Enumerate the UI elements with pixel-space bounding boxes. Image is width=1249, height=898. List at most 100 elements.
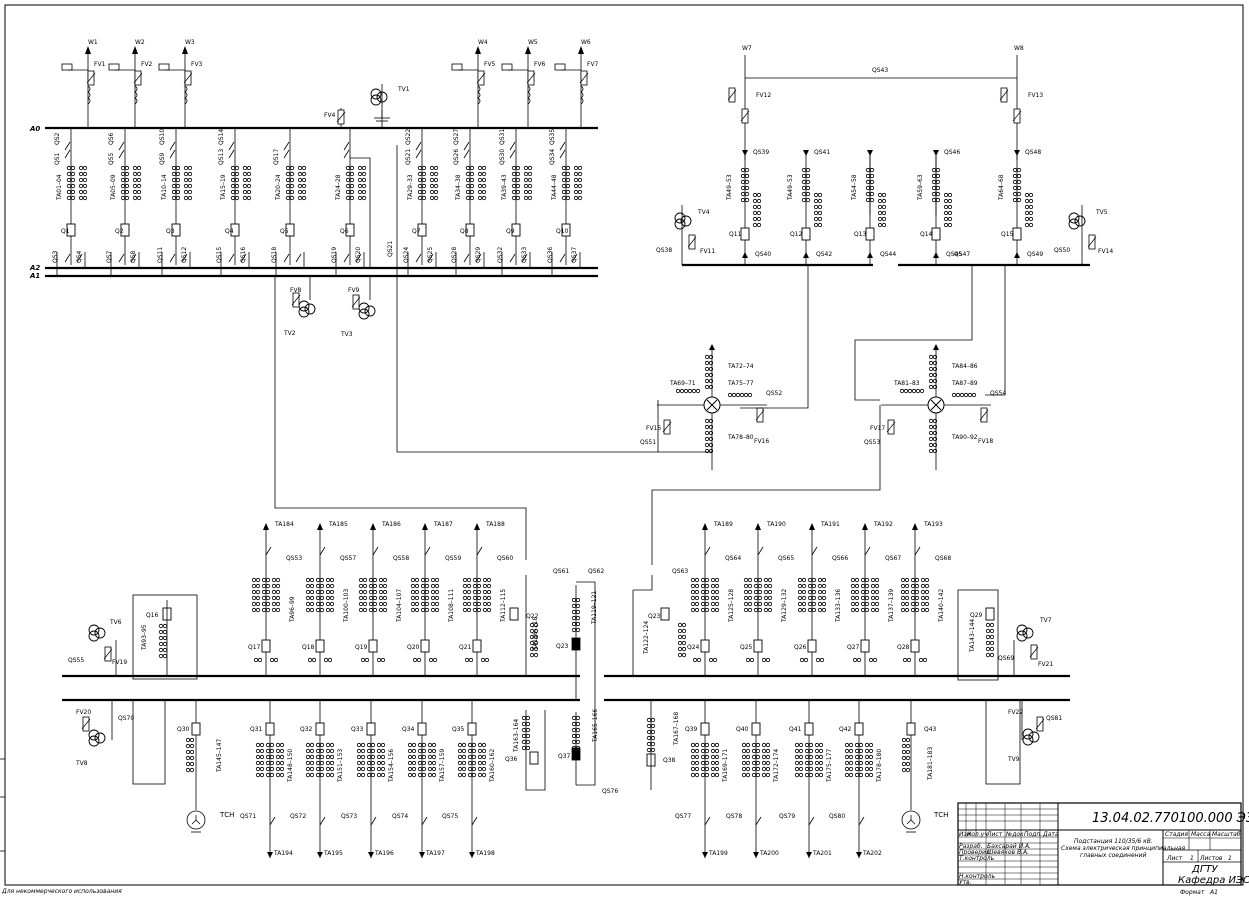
lv-bottom-qs-label: QS71: [240, 813, 256, 820]
power-transformers: TA69–71TA72–74TA75–77TA78–80QS51QS52FV15…: [640, 344, 1006, 453]
mv-incoming: [727, 55, 1022, 160]
lv-top-qs-label: QS53: [286, 555, 302, 562]
lv-bottom-ta-label: TA198: [475, 850, 495, 857]
fv14-label: FV14: [1098, 248, 1113, 255]
svg-text:№док: №док: [1005, 831, 1024, 838]
hv-bay-qs-top: QS34: [549, 149, 556, 165]
hv-arrester-label-3: FV3: [191, 61, 203, 68]
hv-bay-qs-top: QS9: [159, 152, 166, 165]
stamp-org-2: Кафедра ИЭС: [1178, 875, 1249, 886]
stamp-stage: Стадия: [1165, 831, 1188, 838]
lv-top-ta-range: TA112–115: [500, 589, 507, 623]
q30-label: Q30: [177, 726, 190, 733]
lv-top-feeder-1: [252, 523, 279, 676]
svg-text:Кол.уч: Кол.уч: [967, 831, 988, 838]
lv-top-ta-range: TA100–103: [343, 589, 350, 623]
lv-bottom-ta-range: TA154–156: [388, 749, 395, 783]
hv-bay-qs-top: QS22: [405, 129, 412, 145]
tr-ta-b: TA84–86: [951, 363, 978, 370]
hv-bay-q-label: Q5: [280, 228, 289, 235]
mv-bay-q-label: Q14: [920, 231, 933, 238]
power-transformer-1: [657, 344, 767, 453]
tv1-group: [336, 84, 390, 128]
stamp-sheet-n: 1: [1190, 855, 1194, 862]
lv-bottom-ta-label: TA200: [759, 850, 779, 857]
hv-bay-q10: [551, 128, 582, 276]
lv-top-ta-range: TA108–111: [448, 589, 455, 623]
lv-top-qs-label: QS59: [445, 555, 461, 562]
hv-bay-q-label: Q3: [166, 228, 175, 235]
lv-top-qs-label: QS60: [497, 555, 513, 562]
hv-line-3: [158, 46, 193, 128]
mv-bay-qs-bot: QS49: [1027, 251, 1043, 258]
q37-label: Q37: [558, 753, 571, 760]
tv4-tv5-group: [674, 205, 1097, 265]
stamp-format: A1: [1209, 889, 1218, 896]
lv-bottom-feeder-5: [458, 700, 485, 858]
svg-text:Шевяков В.А.: Шевяков В.А.: [987, 849, 1029, 856]
mv-bay-ta-label: TA59–63: [917, 174, 924, 201]
hv-bay-q-label: Q9: [506, 228, 515, 235]
tr-ta-c: TA75–77: [727, 380, 754, 387]
q23-label: Q23: [556, 643, 569, 650]
fv12-label: FV12: [756, 92, 771, 99]
fv9-label: FV9: [348, 287, 360, 294]
svg-text:Н.контроль: Н.контроль: [959, 873, 995, 880]
hv-line-6: [554, 46, 589, 128]
tr-ta-d: TA90–92: [951, 434, 978, 441]
tr-fv-n: FV17: [870, 425, 885, 432]
lv-bottom-ta-label: TA202: [862, 850, 882, 857]
fv22-label: FV22: [1008, 709, 1023, 716]
lv-bottom-right: [901, 699, 1045, 833]
lv-bottom-ta-range: TA175–177: [826, 749, 833, 783]
lv-bottom-ta-label: TA194: [273, 850, 293, 857]
hv-bay-ta-label: TA05–09: [110, 174, 117, 201]
hv-bay-qs-bot: QS37: [571, 247, 578, 263]
svg-text:Изм: Изм: [959, 831, 972, 838]
bus-label-a1: A1: [29, 272, 40, 280]
hv-bay-qs-top: QS26: [453, 149, 460, 165]
lv-top-ta-range: TA140–142: [938, 589, 945, 623]
stamp-sheet: Лист: [1166, 855, 1183, 862]
hv-bay-qs-bot: QS15: [216, 247, 223, 263]
lv-bottom-qs-label: QS73: [341, 813, 357, 820]
lv-bottom-feeder-9: [845, 700, 872, 858]
hv-line-label-1: W1: [88, 39, 98, 46]
qs38-label: QS38: [656, 247, 672, 254]
hv-bay-qs-top: QS14: [218, 129, 225, 145]
lv-top-qs-label: QS67: [885, 555, 901, 562]
lv-bottom-q-label: Q42: [839, 726, 852, 733]
hv-bay-q-label: Q6: [340, 228, 349, 235]
tv2-label: TV2: [283, 330, 296, 337]
stamp-format-label: Формат: [1180, 889, 1205, 896]
footer-note: Для некоммерческого использования: [1, 888, 122, 895]
tr-ta-d: TA78–80: [727, 434, 754, 441]
tv4-label: TV4: [697, 209, 710, 216]
lv-bottom-ta-range: TA169–171: [722, 749, 729, 783]
lv-bottom-q-label: Q41: [789, 726, 802, 733]
qs62-label: QS62: [588, 568, 604, 575]
hv-arrester-label-5: FV6: [534, 61, 546, 68]
mv-bay-qs-top: QS39: [753, 149, 769, 156]
hv-bay-qs-bot: QS33: [521, 247, 528, 263]
stamp-sheets: Листов: [1199, 855, 1223, 862]
fv13-label: FV13: [1028, 92, 1043, 99]
ta93-label: TA93–95: [141, 624, 148, 651]
hv-line-label-3: W3: [185, 39, 195, 46]
hv-bay-q1: [56, 128, 87, 276]
lv-bottom-ta-range: TA151–153: [337, 749, 344, 783]
lv-left-measuring: [88, 594, 198, 680]
hv-bay-qs-top: QS27: [453, 129, 460, 145]
hv-bay-qs-bot: QS16: [240, 247, 247, 263]
lv-top-feeder-4: [411, 523, 438, 676]
hv-bay-qs-bot: QS36: [547, 247, 554, 263]
hv-bay-ta-label: TA15–19: [220, 174, 227, 201]
lv-top-ta-label: TA192: [873, 521, 893, 528]
lv-top-qs-label: QS66: [832, 555, 848, 562]
lv-top-feeder-7: [744, 523, 771, 676]
mv-bay-q13: [865, 150, 886, 265]
lv-bottom-ta-range: TA172–174: [773, 749, 780, 783]
lv-bottom-qs-label: QS75: [442, 813, 458, 820]
hv-bay-ta-label: TA01–04: [56, 174, 63, 201]
tr-ta-b: TA72–74: [727, 363, 754, 370]
